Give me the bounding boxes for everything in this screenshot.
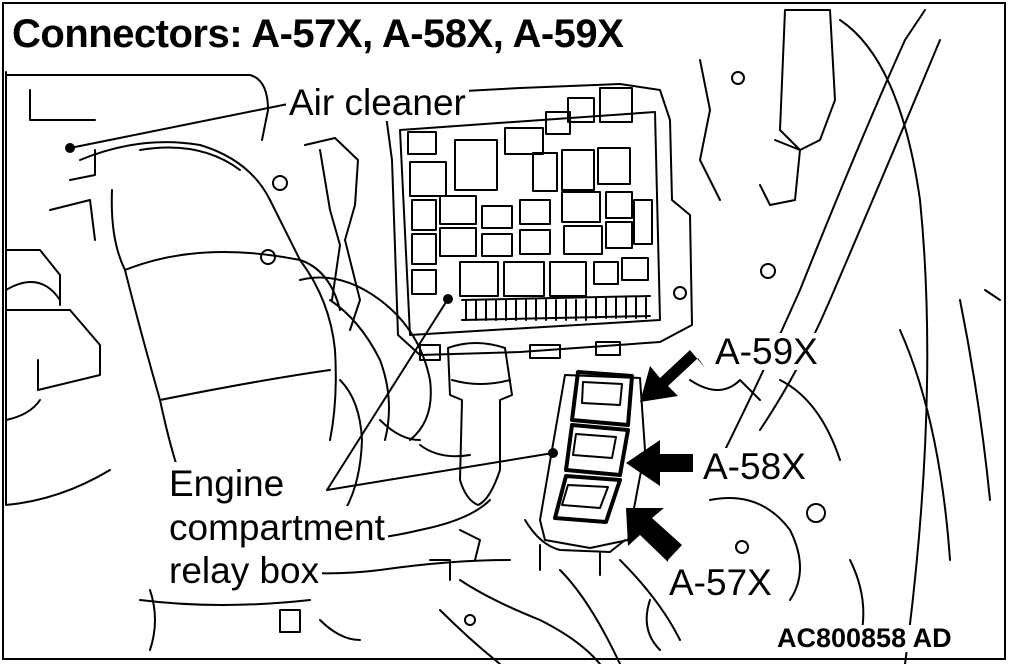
label-relay-box-line-1: Engine xyxy=(166,462,288,506)
label-relay-box-line-2: compartment xyxy=(166,505,388,550)
label-connector-a57x: A-57X xyxy=(666,564,775,601)
diagram-title: Connectors: A-57X, A-58X, A-59X xyxy=(12,12,624,56)
air-cleaner-drawing xyxy=(5,71,341,506)
arrow-a58x-icon xyxy=(626,440,693,486)
arrow-a59x-icon xyxy=(640,350,705,402)
arrow-a57x-icon xyxy=(626,508,682,562)
label-connector-a59x: A-59X xyxy=(712,333,821,370)
connector-block-drawing xyxy=(524,370,646,576)
relay-box-pointer-dot xyxy=(443,294,453,304)
relay-box-drawing xyxy=(384,59,745,361)
connector-pointer-dot xyxy=(548,448,558,458)
pipe-drawing xyxy=(447,342,513,506)
label-air-cleaner: Air cleaner xyxy=(286,84,469,121)
label-engine-compartment-relay-box: Engine compartment relay box xyxy=(166,462,456,593)
label-relay-box-line-3: relay box xyxy=(166,549,323,593)
lower-engine-drawing xyxy=(149,419,661,651)
leader-lines xyxy=(69,103,554,491)
label-connector-a58x: A-58X xyxy=(700,448,809,485)
reference-code: AC800858 AD xyxy=(774,625,955,652)
body-panel-drawing xyxy=(689,9,1001,664)
air-cleaner-pointer-dot xyxy=(65,143,75,153)
